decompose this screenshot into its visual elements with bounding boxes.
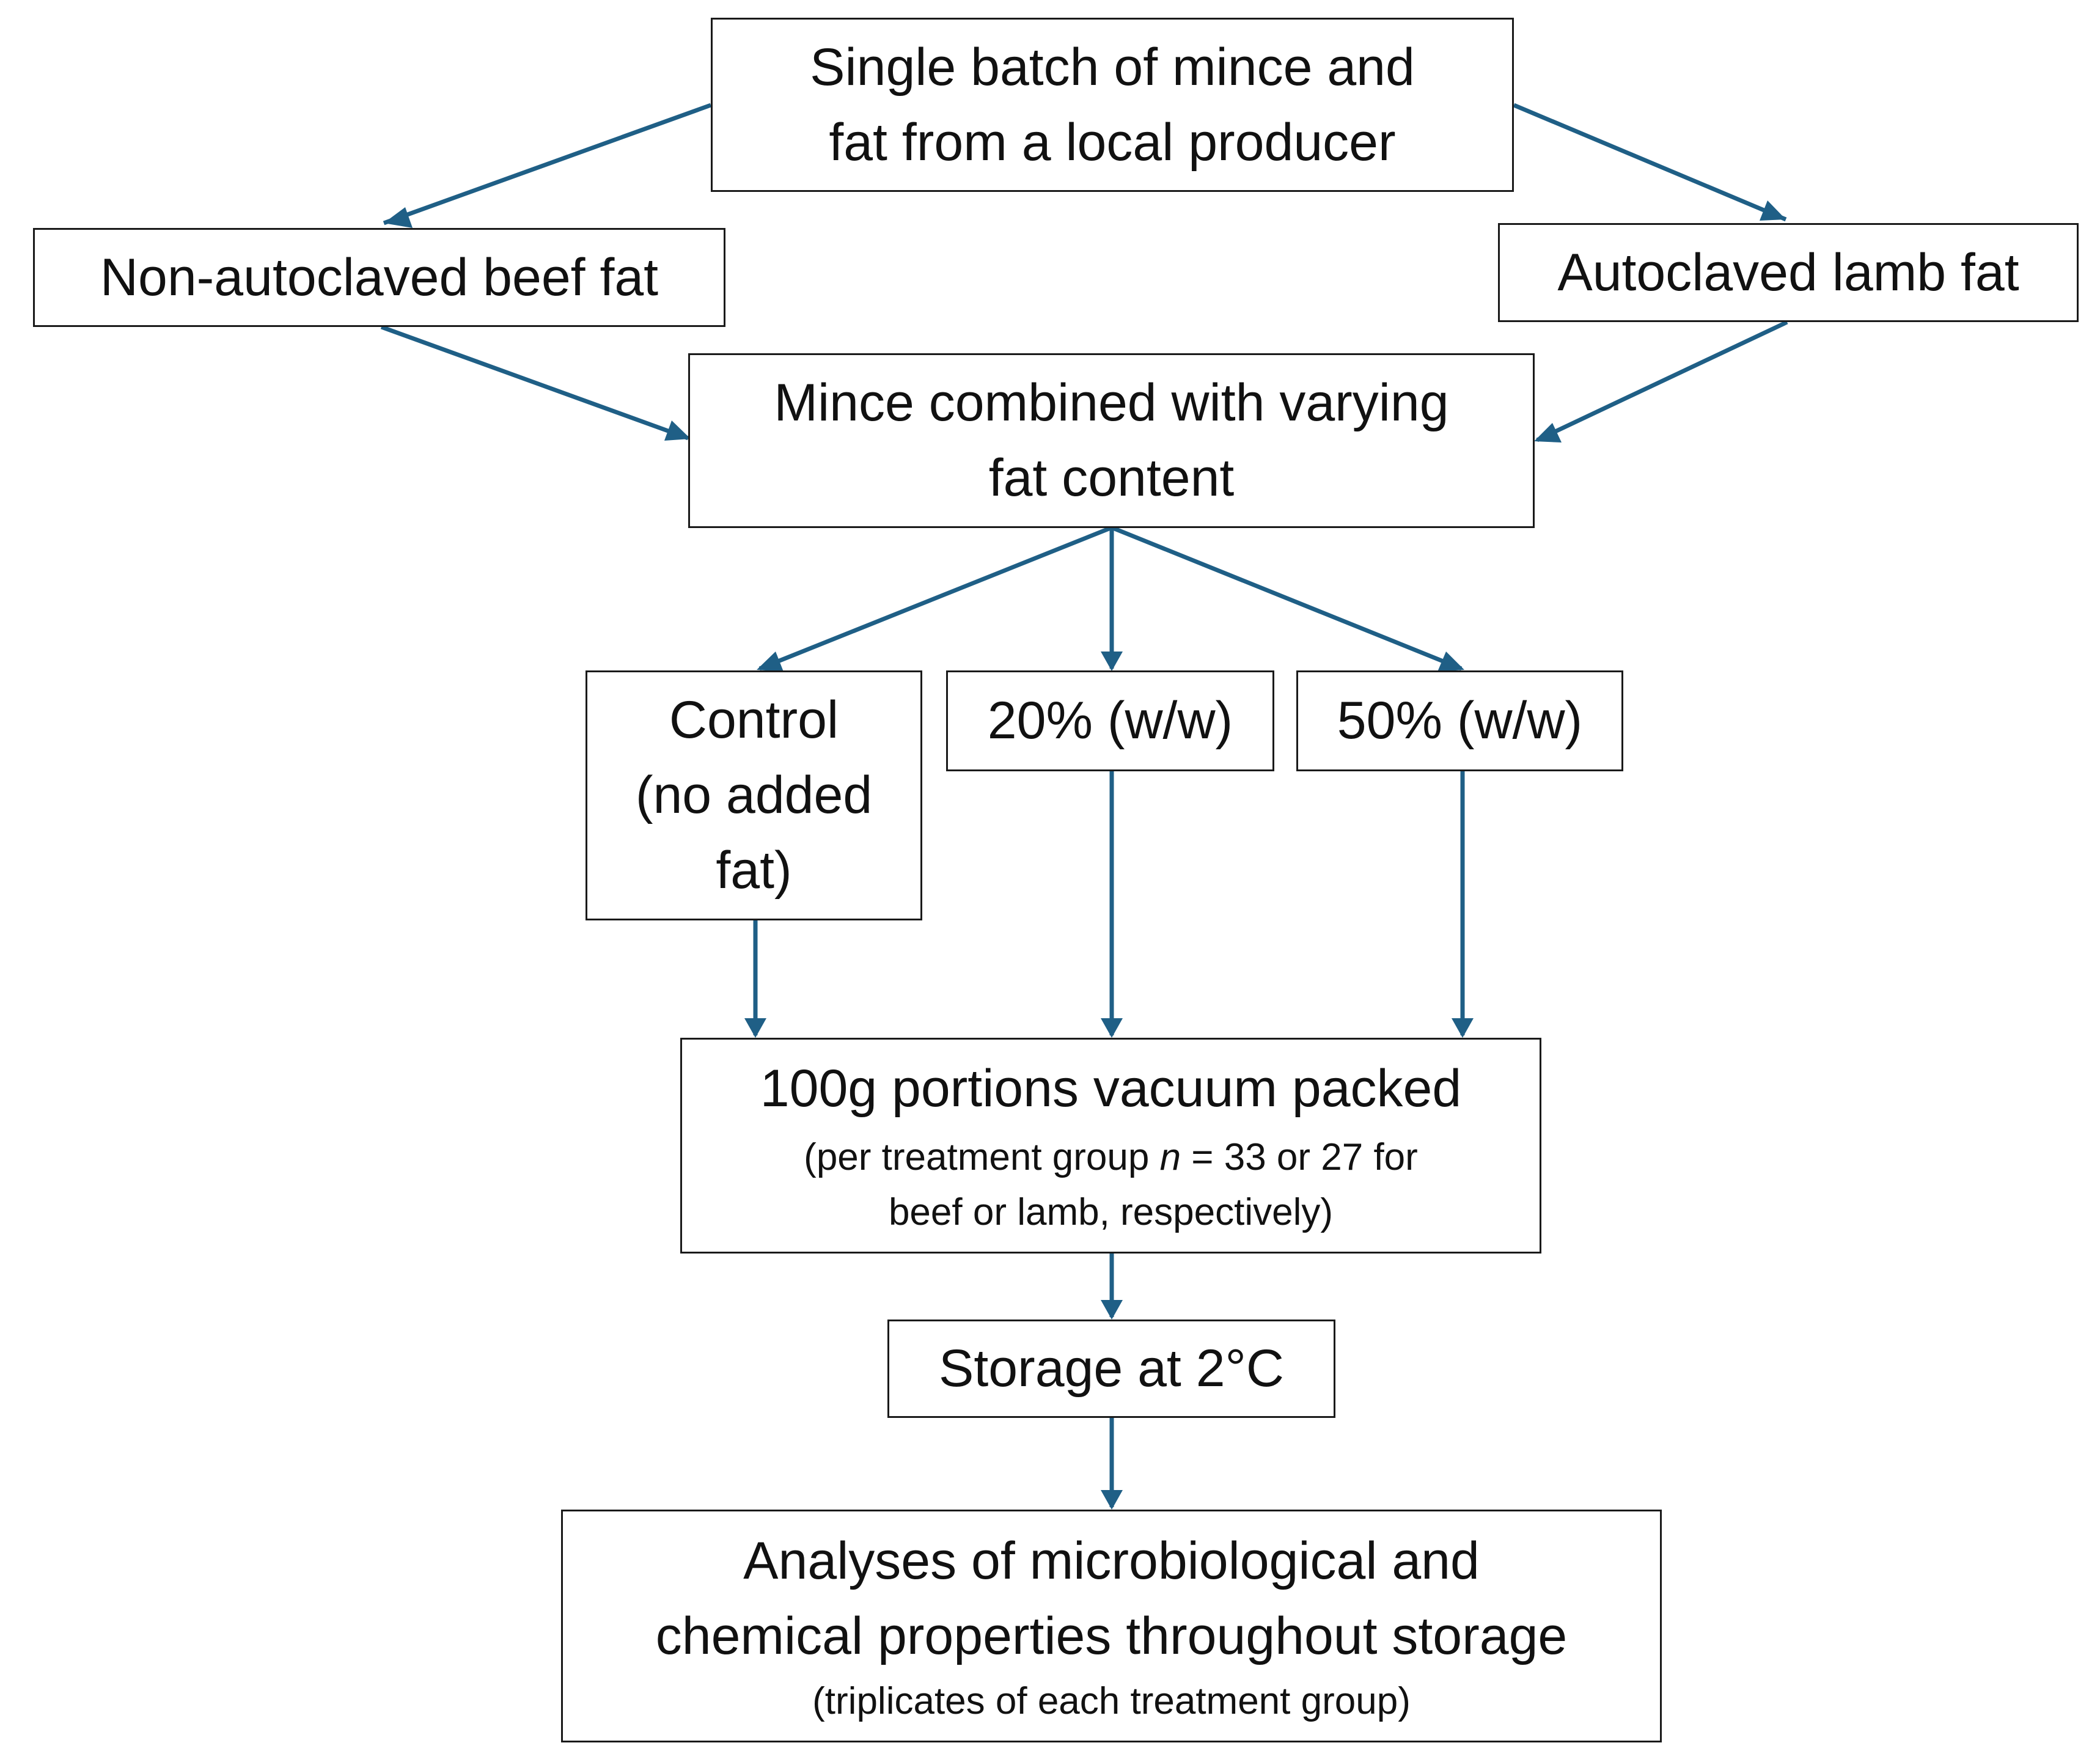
- lamb-fat-label: Autoclaved lamb fat: [1557, 243, 2019, 302]
- control-box: Control (no added fat): [586, 670, 922, 920]
- arrowhead-20pct: [1101, 652, 1123, 671]
- beef-fat-label: Non-autoclaved beef fat: [100, 248, 659, 307]
- beef-fat-box: Non-autoclaved beef fat: [33, 228, 725, 327]
- arrow-source-to-beef: [383, 103, 712, 226]
- arrow-combined-to-50pct: [1112, 526, 1463, 671]
- arrowheads: [384, 200, 1786, 1510]
- control-line-1: Control: [669, 691, 839, 750]
- portions-note-var: n: [1159, 1136, 1181, 1179]
- control-line-3: fat): [716, 840, 792, 900]
- lamb-fat-box: Autoclaved lamb fat: [1498, 223, 2079, 322]
- storage-label: Storage at 2°C: [938, 1339, 1285, 1398]
- arrowhead-portions-left: [744, 1018, 766, 1038]
- arrowhead-beef: [384, 207, 413, 228]
- portions-title: 100g portions vacuum packed: [760, 1059, 1462, 1118]
- portions-note-after: = 33 or 27 for: [1181, 1136, 1418, 1179]
- arrowhead-control: [757, 652, 784, 672]
- portions-note-before: (per treatment group: [804, 1136, 1160, 1179]
- portions-note-line-2: beef or lamb, respectively): [888, 1191, 1334, 1233]
- arrowhead-storage: [1101, 1300, 1123, 1320]
- pct20-label: 20% (w/w): [987, 691, 1233, 751]
- combined-line-1: Mince combined with varying: [774, 373, 1449, 433]
- control-line-2: (no added: [635, 766, 873, 825]
- analyses-note: (triplicates of each treatment group): [812, 1679, 1411, 1722]
- combined-box: Mince combined with varying fat content: [688, 353, 1535, 528]
- arrowhead-50pct: [1437, 652, 1464, 672]
- arrow-source-to-lamb: [1513, 103, 1787, 222]
- arrowhead-lamb: [1760, 200, 1786, 221]
- arrow-lamb-to-combined: [1536, 320, 1788, 442]
- arrowhead-combined-right: [1534, 423, 1562, 442]
- storage-box: Storage at 2°C: [887, 1320, 1335, 1418]
- combined-line-2: fat content: [988, 449, 1235, 507]
- portions-box: 100g portions vacuum packed (per treatme…: [680, 1038, 1541, 1254]
- arrow-beef-to-combined: [380, 325, 689, 441]
- arrow-combined-to-control: [758, 526, 1112, 671]
- pct50-box: 50% (w/w): [1296, 670, 1623, 771]
- analyses-box: Analyses of microbiological and chemical…: [561, 1510, 1662, 1742]
- arrowhead-analyses: [1101, 1490, 1123, 1510]
- source-line-1: Single batch of mince and: [810, 37, 1415, 97]
- source-line-2: fat from a local producer: [829, 112, 1396, 172]
- pct20-box: 20% (w/w): [946, 670, 1274, 771]
- pct50-label: 50% (w/w): [1337, 691, 1583, 751]
- analyses-line-2: chemical properties throughout storage: [655, 1606, 1568, 1665]
- portions-note-line-1: (per treatment group n = 33 or 27 for: [804, 1130, 1418, 1185]
- analyses-line-1: Analyses of microbiological and: [743, 1531, 1480, 1590]
- arrowhead-portions-middle: [1101, 1018, 1123, 1038]
- arrowhead-combined-left: [664, 420, 691, 441]
- arrowhead-portions-right: [1452, 1018, 1474, 1038]
- source-box: Single batch of mince and fat from a loc…: [711, 18, 1514, 192]
